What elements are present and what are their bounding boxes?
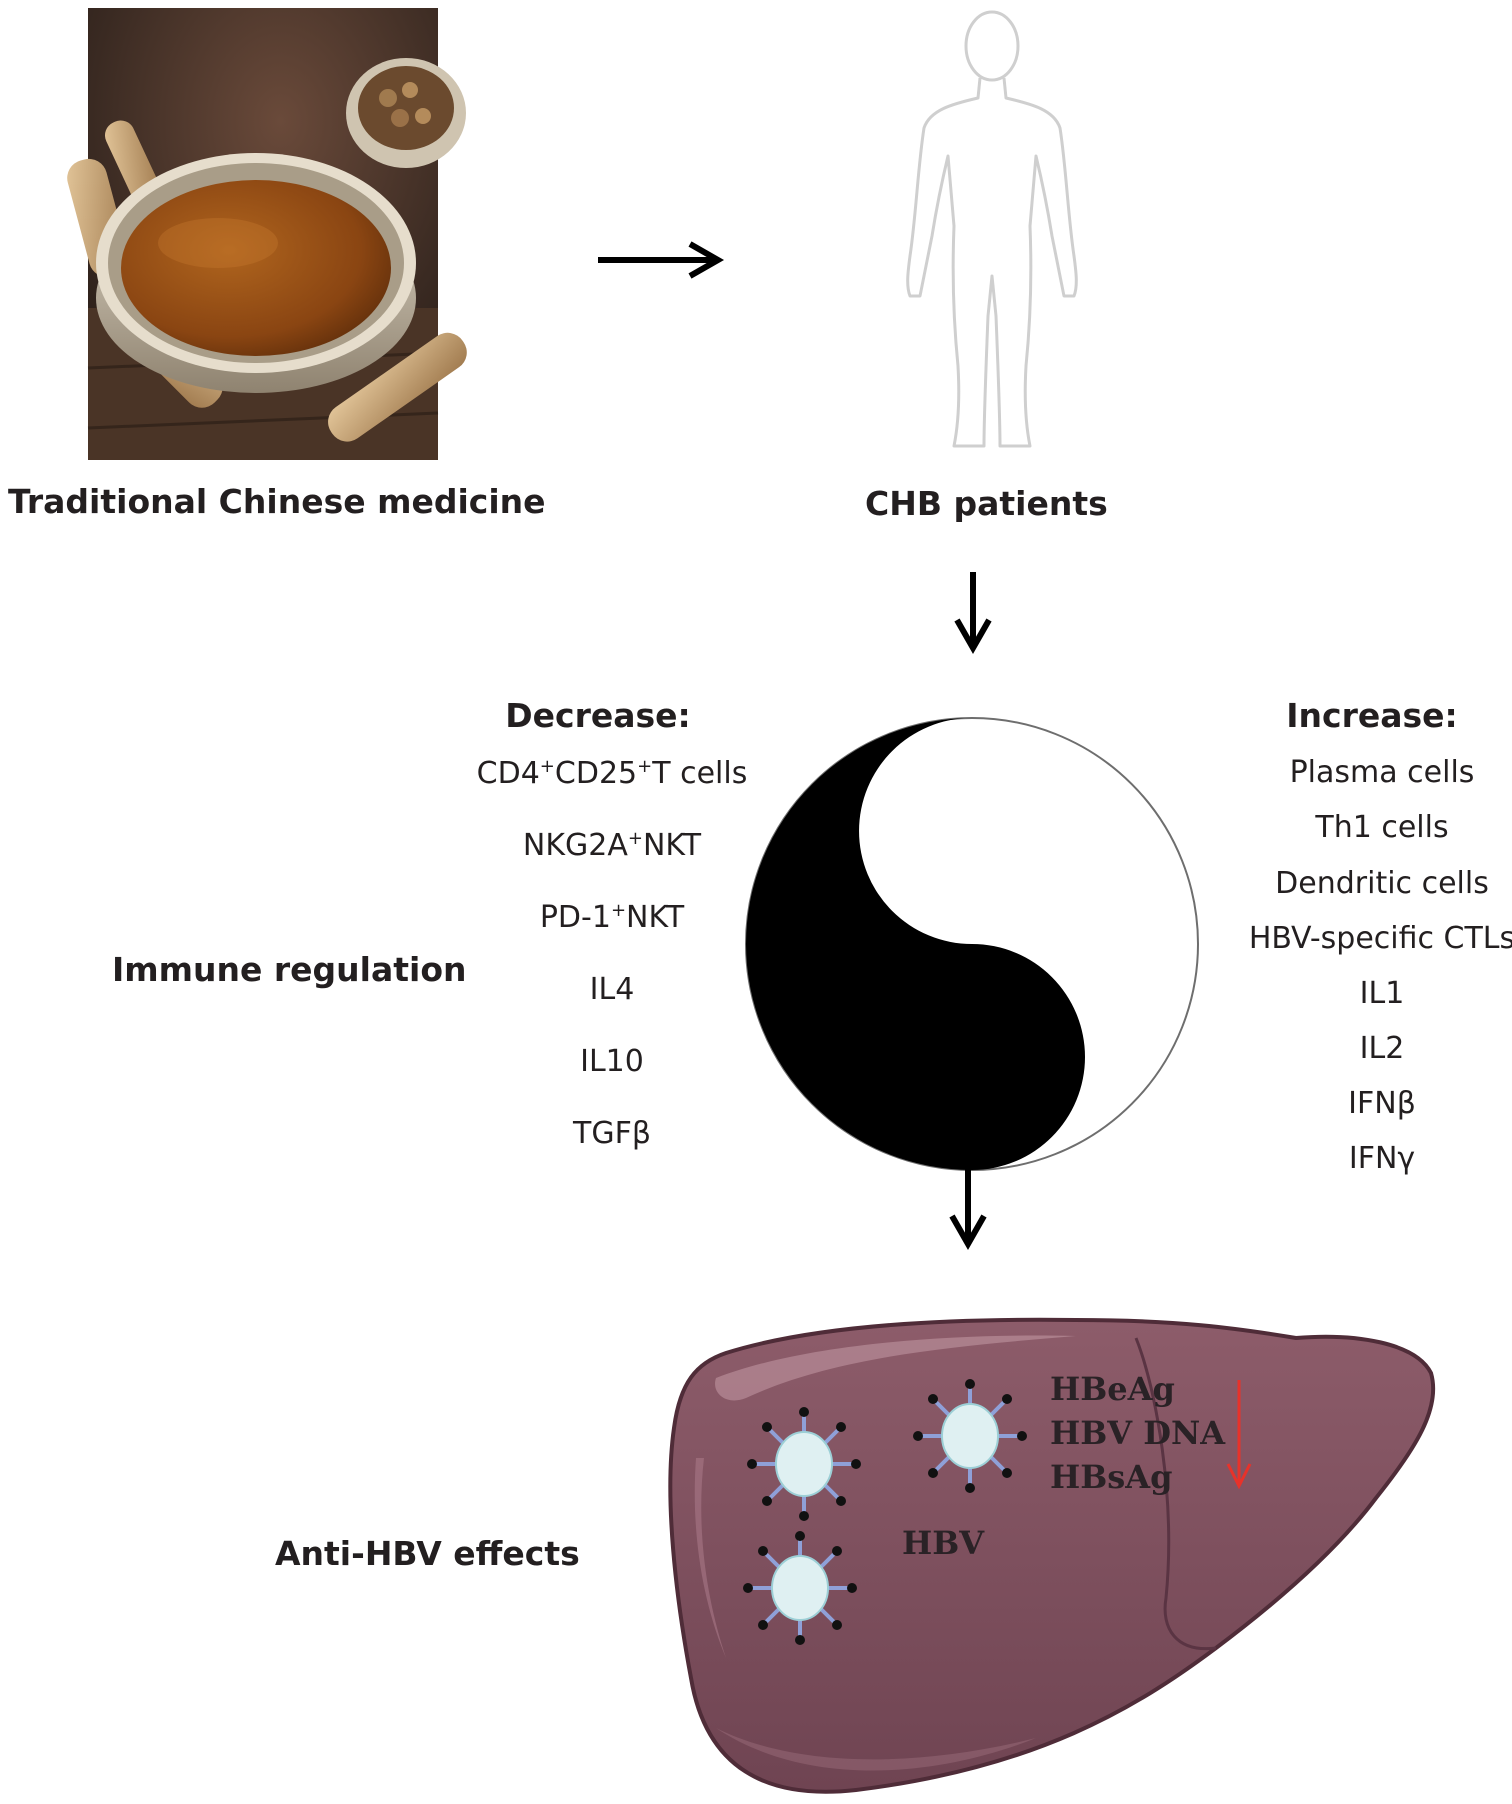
increase-item: IFNβ [1348,1086,1416,1121]
increase-item: HBV-specific CTLs [1248,921,1512,956]
immune-section-label: Immune regulation [112,950,467,989]
decrease-item: IL4 [589,972,635,1007]
decrease-title: Decrease: [505,696,691,735]
virus-icon [747,1407,861,1521]
liver-icon [668,1317,1436,1794]
right-arrow-icon [598,241,725,279]
marker-hbv-dna: HBV DNA [1050,1414,1226,1452]
virus-icon [913,1379,1027,1493]
down-arrow-icon [954,572,992,655]
increase-title: Increase: [1286,696,1458,735]
increase-item: IL1 [1359,976,1405,1011]
virus-icon [743,1531,857,1645]
marker-hbsag: HBsAg [1050,1458,1173,1496]
decrease-item: TGFβ [573,1116,651,1151]
decrease-arrow-icon [1226,1380,1252,1490]
decrease-item: PD-1+NKT [539,900,685,935]
anti-hbv-section-label: Anti-HBV effects [275,1534,580,1573]
increase-item: IL2 [1359,1031,1405,1066]
hbv-label: HBV [902,1524,985,1562]
increase-item: Plasma cells [1289,755,1475,790]
tcm-label: Traditional Chinese medicine [8,482,546,521]
decrease-item: CD4+CD25+T cells [476,756,748,791]
tcm-photo [67,8,467,460]
increase-item: Th1 cells [1315,810,1449,845]
yin-yang-icon [745,717,1199,1171]
human-silhouette-icon [906,10,1078,448]
herbal-tea-bowl-icon [67,8,467,460]
patients-label: CHB patients [865,484,1108,523]
down-arrow-icon [949,1168,987,1251]
increase-item: IFNγ [1348,1141,1416,1176]
decrease-item: IL10 [580,1044,644,1079]
marker-hbeag: HBeAg [1050,1370,1175,1408]
decrease-item: NKG2A+NKT [522,828,702,863]
increase-item: Dendritic cells [1275,866,1489,901]
